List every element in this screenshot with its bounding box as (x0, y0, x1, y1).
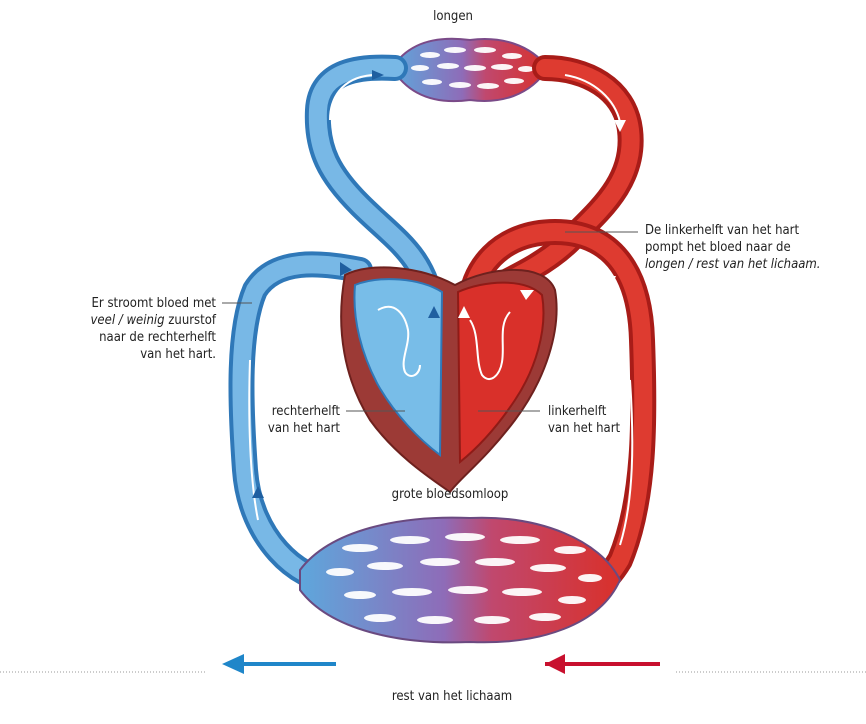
body-label: rest van het lichaam (391, 689, 513, 704)
arrow-left-icon (222, 654, 244, 674)
bottom-flow (0, 654, 866, 674)
lung-capillaries (390, 37, 550, 103)
flow-arrow-icon (372, 70, 384, 80)
flow-arrow-icon (428, 306, 440, 318)
blood-note: Er stroomt bloed met veel / weinig zuurs… (90, 296, 216, 362)
leader-lines (222, 231, 638, 412)
flow-arrow-icon (252, 486, 264, 498)
left-half-note: De linkerhelft van het hart pompt het bl… (645, 223, 821, 272)
flow-arrow-icon (604, 276, 616, 290)
flow-arrow-icon (520, 290, 534, 300)
heart (340, 266, 558, 494)
arrow-left-icon (545, 654, 565, 674)
flow-arrow-icon (614, 120, 626, 132)
right-half-heart (353, 278, 444, 457)
flow-arrow-icon (458, 306, 470, 318)
right-half-label: rechterhelft van het hart (267, 404, 340, 436)
lungs-label: longen (433, 9, 473, 24)
left-half-heart (456, 281, 545, 465)
systemic-circulation-label: grote bloedsomloop (391, 487, 509, 502)
body-capillaries (299, 516, 622, 644)
flow-arrow-icon (340, 262, 352, 276)
left-half-label: linkerhelft van het hart (548, 404, 621, 436)
